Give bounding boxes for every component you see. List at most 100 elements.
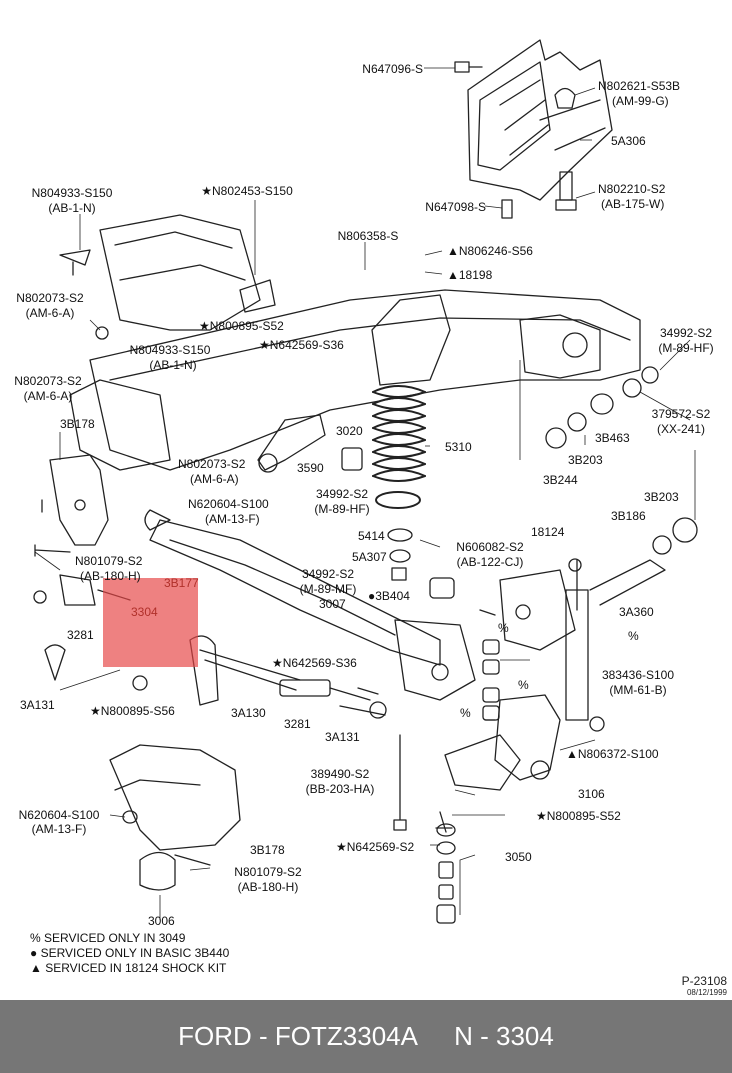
footer-brand: FORD [178, 1021, 252, 1051]
label-3050: 3050 [505, 850, 532, 864]
frame-bracket [467, 39, 613, 201]
label-n800895-b: ★N800895-S56 [90, 704, 175, 718]
label-5310: 5310 [445, 440, 472, 454]
label-n804933-b: N804933-S150 [129, 343, 211, 357]
exploded-suspension-drawing [33, 39, 698, 924]
label-bb203ha: (BB-203-HA) [305, 782, 375, 796]
label-m89hf-a: (M-89-HF) [658, 341, 714, 355]
note-triangle: ▲ SERVICED IN 18124 SHOCK KIT [30, 961, 227, 975]
legend-notes: % SERVICED ONLY IN 3049 ● SERVICED ONLY … [30, 931, 229, 976]
shock-absorber [565, 558, 666, 732]
label-3b186: 3B186 [611, 509, 646, 523]
label-n806372: ▲N806372-S100 [566, 747, 659, 761]
label-3b203-b: 3B203 [644, 490, 679, 504]
label-n802073-c: N802073-S2 [178, 457, 246, 471]
fasteners-top [454, 61, 577, 219]
label-3a131-a: 3A131 [20, 698, 55, 712]
label-n806358: N806358-S [337, 229, 399, 243]
label-3007: 3007 [319, 597, 346, 611]
label-3006: 3006 [148, 914, 175, 928]
label-ab180h-a: (AB-180-H) [80, 569, 141, 583]
label-18198: ▲18198 [447, 268, 493, 282]
label-3b244: 3B244 [543, 473, 578, 487]
label-383436: 383436-S100 [601, 668, 675, 682]
label-n800895-c: ★N800895-S52 [536, 809, 621, 823]
label-3020: 3020 [336, 424, 363, 438]
label-5a307: 5A307 [352, 550, 387, 564]
label-xx241: (XX-241) [656, 422, 706, 436]
label-pct-4: % [460, 706, 471, 720]
label-pct-3: % [518, 678, 529, 692]
label-3b404: ●3B404 [368, 589, 410, 603]
label-am6a-c: (AM-6-A) [190, 472, 239, 486]
note-circle: ● SERVICED ONLY IN BASIC 3B440 [30, 946, 230, 960]
label-3b178-b: 3B178 [250, 843, 285, 857]
label-n800895-a: ★N800895-S52 [199, 319, 284, 333]
pitman-arm [59, 249, 326, 473]
label-n801079-b: N801079-S2 [234, 865, 302, 879]
label-34992-b: 34992-S2 [315, 487, 369, 501]
label-3590: 3590 [297, 461, 324, 475]
label-am99g: (AM-99-G) [612, 94, 669, 108]
label-am6a-b: (AM-6-A) [23, 389, 73, 403]
label-m89hf-b: (M-89-HF) [314, 502, 370, 516]
footer-bar: FORD - FOTZ3304A N - 3304 [0, 1000, 732, 1073]
label-am13f-b: (AM-13-F) [31, 822, 87, 836]
spring-parts [341, 447, 455, 599]
note-percent: % SERVICED ONLY IN 3049 [30, 931, 186, 945]
stabilizer-bracket [109, 744, 241, 891]
drawing-date: 08/12/1999 [686, 988, 727, 997]
footer-part-number: N - 3304 [454, 1021, 554, 1051]
label-379572: 379572-S2 [651, 407, 711, 421]
label-5414: 5414 [358, 529, 385, 543]
label-n806246: ▲N806246-S56 [447, 244, 533, 258]
label-n802073-b: N802073-S2 [14, 374, 82, 388]
label-n804933-a: N804933-S150 [31, 186, 113, 200]
label-n642569-b: ★N642569-S36 [272, 656, 357, 670]
label-mm61b: (MM-61-B) [609, 683, 667, 697]
drawing-number: P-23108 [681, 974, 727, 988]
label-n802621: N802621-S53B [598, 79, 681, 93]
label-3a131-b: 3A131 [325, 730, 360, 744]
label-n642569-a: ★N642569-S36 [259, 338, 344, 352]
footer-gap [418, 1021, 454, 1052]
highlight-box-part-3304 [103, 578, 198, 667]
steering-knuckle [444, 569, 576, 791]
label-ab1n-a: (AB-1-N) [48, 201, 96, 215]
label-3a130: 3A130 [231, 706, 266, 720]
footer-part-code: FOTZ3304A [274, 1021, 418, 1051]
label-pct-1: % [498, 621, 509, 635]
label-3b203-a: 3B203 [568, 453, 603, 467]
label-3b178-a: 3B178 [60, 417, 95, 431]
label-n801079-a: N801079-S2 [75, 554, 143, 568]
radius-arm-bushings [545, 366, 698, 555]
label-n606082: N606082-S2 [456, 540, 524, 554]
label-n802210: N802210-S2 [598, 182, 666, 196]
lower-bracket [34, 326, 109, 557]
label-3b463: 3B463 [595, 431, 630, 445]
label-ab122cj: (AB-122-CJ) [456, 555, 524, 569]
label-ab175w: (AB-175-W) [601, 197, 665, 211]
label-3b177: 3B177 [164, 576, 199, 590]
label-n802453: ★N802453-S150 [201, 184, 293, 198]
label-am13f-a: (AM-13-F) [205, 512, 260, 526]
label-3a360: 3A360 [619, 605, 654, 619]
label-n647096: N647096-S [362, 62, 423, 76]
label-18124: 18124 [531, 525, 565, 539]
label-3304: 3304 [131, 605, 158, 619]
label-m89mf: (M-89-MF) [299, 582, 357, 596]
axle-beam [144, 509, 476, 701]
footer-dash: - [251, 1021, 275, 1051]
label-n620604-a: N620604-S100 [188, 497, 269, 511]
drawing-reference: P-23108 08/12/1999 [682, 975, 727, 998]
label-pct-2: % [628, 629, 639, 643]
label-ab1n-b: (AB-1-N) [149, 358, 197, 372]
label-am6a-a: (AM-6-A) [25, 306, 75, 320]
label-389490: 389490-S2 [310, 767, 370, 781]
frame-rail [69, 214, 641, 471]
label-n647098: N647098-S [425, 200, 486, 214]
label-34992-a: 34992-S2 [659, 326, 713, 340]
label-n642569-c: ★N642569-S2 [336, 840, 415, 854]
coil-spring [371, 294, 451, 509]
bolts [357, 609, 496, 924]
